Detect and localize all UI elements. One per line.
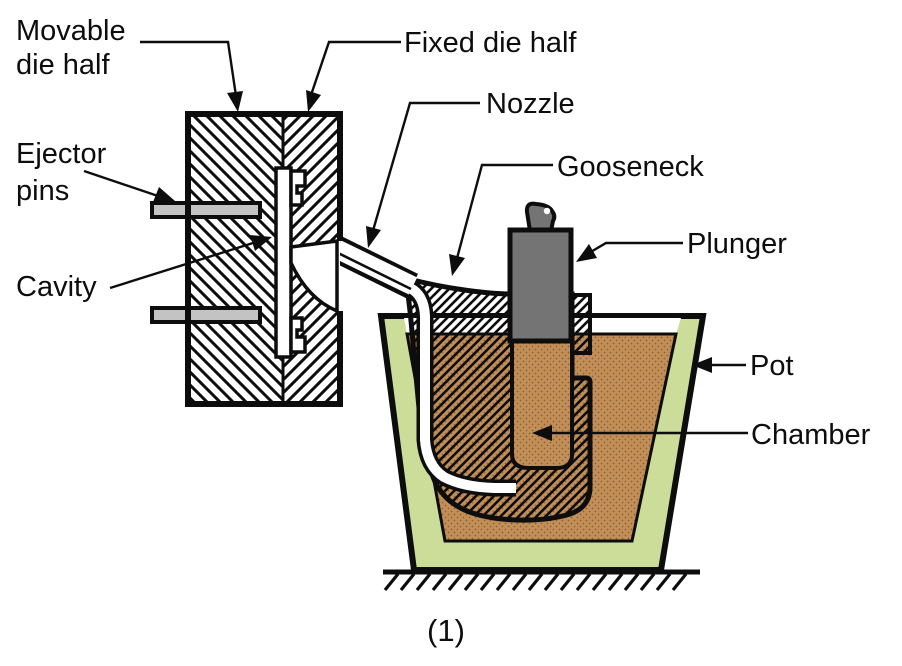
ground-tick (511, 572, 528, 592)
ground-tick (655, 572, 672, 592)
ground-tick (591, 572, 608, 592)
label-gooseneck: Gooseneck (557, 151, 704, 183)
leaders (83, 40, 748, 441)
arrowhead (227, 91, 243, 112)
figure-caption: (1) (427, 613, 465, 648)
arrowhead (449, 254, 465, 276)
arrowhead (532, 425, 552, 441)
leader-fixed-die-half (306, 40, 401, 112)
ground-tick (527, 572, 544, 592)
ground-tick (479, 572, 496, 592)
sprue-runner (289, 239, 339, 314)
gooseneck-passage (405, 280, 516, 497)
leader-cavity (109, 235, 272, 290)
leader-chamber (532, 425, 748, 441)
ground-tick (415, 572, 432, 592)
ground-tick (447, 572, 464, 592)
cavity-boss-bottom (289, 316, 307, 354)
label-ejector-pins-1: Ejector (16, 138, 107, 170)
ground-tick (399, 572, 416, 592)
ejector-pin-lower (150, 306, 262, 324)
ground-tick (383, 572, 400, 592)
labels: Movable die half Fixed die half Nozzle G… (16, 15, 871, 648)
ground-tick (607, 572, 624, 592)
arrowhead (692, 357, 712, 373)
nozzle-bore-line (337, 251, 412, 291)
ground-tick (431, 572, 448, 592)
leader-gooseneck (449, 163, 553, 276)
ground-tick (671, 572, 688, 592)
passage-bore (407, 283, 516, 493)
arrowhead (366, 226, 381, 248)
ejector-pin-upper (150, 201, 262, 219)
label-fixed-die-half: Fixed die half (404, 27, 577, 59)
cavity-boss-top (289, 169, 307, 207)
label-movable-die-half-2: die half (16, 49, 110, 81)
label-chamber: Chamber (751, 419, 871, 451)
ground-tick (543, 572, 560, 592)
knob-eye (543, 207, 551, 215)
label-plunger: Plunger (687, 228, 787, 260)
label-ejector-pins-2: pins (16, 175, 69, 207)
die-assembly (150, 111, 343, 407)
leader-plunger (576, 241, 683, 262)
arrowhead (306, 90, 321, 112)
label-cavity: Cavity (16, 271, 97, 303)
movable-die-half (191, 117, 283, 401)
leader-ejector-pins (83, 169, 175, 202)
leader-pot (692, 357, 746, 373)
label-pot: Pot (750, 350, 794, 382)
cavity-channel (274, 166, 293, 359)
nozzle-white (332, 240, 418, 295)
ground-tick (575, 572, 592, 592)
nozzle-tube (331, 236, 418, 299)
ground-hatch-ticks (383, 572, 688, 592)
arrowhead (576, 244, 597, 262)
die-border (185, 111, 343, 407)
ground (383, 569, 700, 592)
arrowhead (250, 235, 272, 251)
leader-nozzle (366, 101, 480, 248)
ground-tick (559, 572, 576, 592)
leader-movable-die-half (140, 40, 243, 112)
plunger-group (507, 201, 574, 344)
ground-tick (495, 572, 512, 592)
ground-tick (623, 572, 640, 592)
ground-tick (639, 572, 656, 592)
label-nozzle: Nozzle (486, 88, 575, 120)
plunger (507, 227, 574, 344)
chamber-wall-upper-block (570, 293, 592, 355)
arrowhead (153, 187, 175, 202)
ground-tick (463, 572, 480, 592)
label-movable-die-half-1: Movable (16, 15, 126, 47)
plunger-rod-knob (524, 201, 557, 233)
